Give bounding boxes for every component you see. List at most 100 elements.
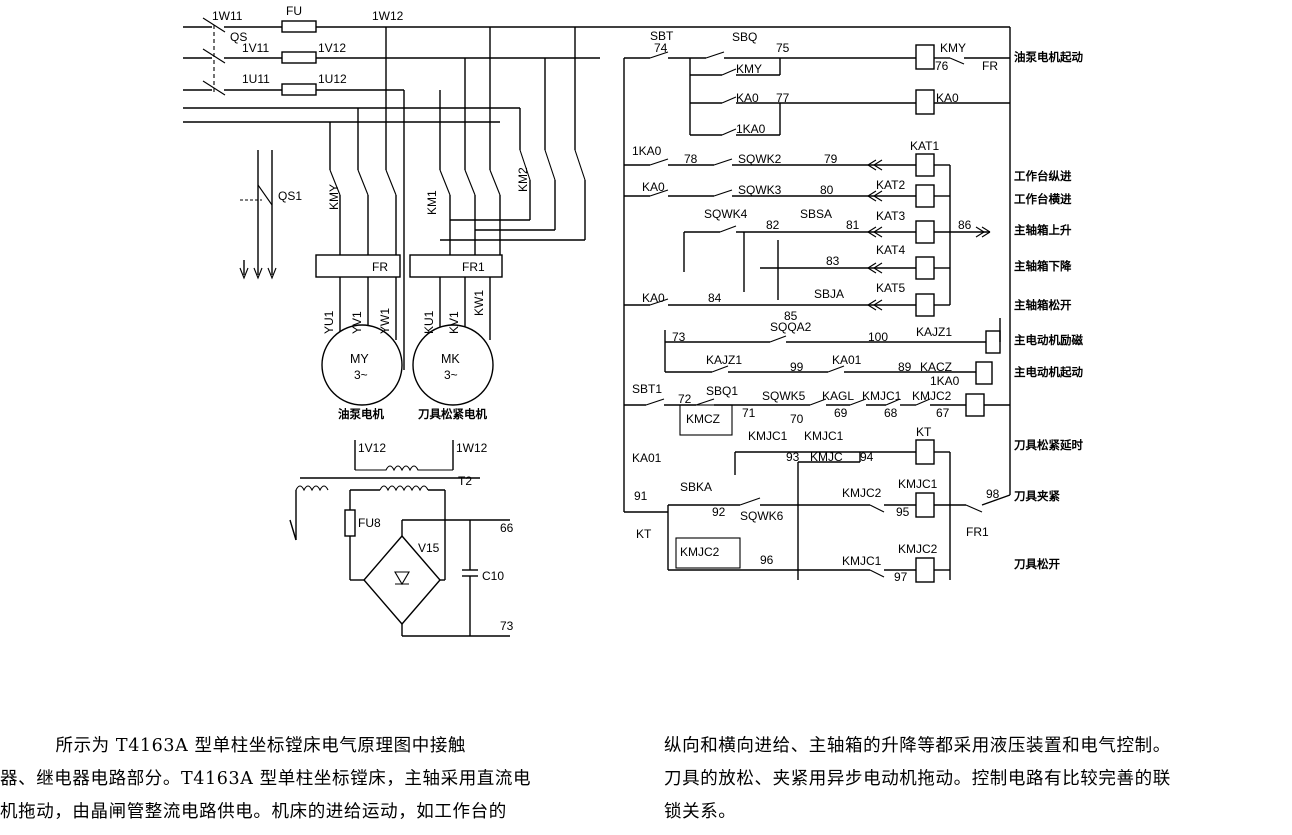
label-1u11: 1U11 [242, 72, 270, 86]
node-69: 69 [834, 406, 848, 420]
label-kagl: KAGL [822, 389, 854, 403]
func-oil-pump-start: 油泵电机起动 [1014, 50, 1083, 64]
label-fu: FU [286, 4, 302, 18]
node-95: 95 [896, 505, 910, 519]
label-fr1: FR1 [462, 260, 485, 274]
label-sbt1: SBT1 [632, 382, 662, 396]
motor-my-label: MY [350, 352, 369, 366]
node-91: 91 [634, 489, 648, 503]
label-1w12-t2: 1W12 [456, 441, 488, 455]
node-77: 77 [776, 91, 790, 105]
node-72: 72 [678, 392, 692, 406]
label-1ka0-a: 1KA0 [736, 122, 766, 136]
label-sbt: SBT [650, 29, 674, 43]
node-76: 76 [935, 59, 949, 73]
label-sbka: SBKA [680, 480, 712, 494]
label-qs: QS [230, 30, 247, 44]
label-yu1: YU1 [322, 310, 336, 334]
label-ka0-a: KA0 [642, 180, 665, 194]
label-kt-coil: KT [916, 425, 932, 439]
label-kat5: KAT5 [876, 281, 905, 295]
motor-labels: QS1 KMY KM1 KM2 FR FR1 YU1 YV1 YW1 KU1 K… [278, 167, 530, 421]
motor-mk-phase: 3~ [444, 368, 458, 382]
power-labels: 1W11 FU 1W12 QS 1V11 1V12 1U11 1U12 [212, 4, 404, 86]
func-tool-delay: 刀具松紧延时 [1014, 438, 1083, 452]
label-1w12: 1W12 [372, 9, 404, 23]
node-100: 100 [868, 330, 888, 344]
node-75: 75 [776, 41, 790, 55]
func-spindle-release: 主轴箱松开 [1014, 298, 1072, 312]
label-1ka0-c: 1KA0 [930, 374, 960, 388]
label-ka0-b: KA0 [642, 291, 665, 305]
motor-mk-label: MK [441, 352, 460, 366]
func-main-motor-excite: 主电动机励磁 [1014, 333, 1083, 347]
func-main-motor-start: 主电动机起动 [1014, 365, 1083, 379]
label-fr1-ctrl: FR1 [966, 525, 989, 539]
label-sqwk6: SQWK6 [740, 509, 784, 523]
label-sbq1: SBQ1 [706, 384, 738, 398]
label-1u12: 1U12 [318, 72, 347, 86]
node-96: 96 [760, 553, 774, 567]
label-sqqa2: SQQA2 [770, 320, 812, 334]
node-85: 85 [784, 309, 798, 323]
node-92: 92 [712, 505, 726, 519]
func-tool-release: 刀具松开 [1014, 557, 1060, 571]
control-circuit [623, 27, 1011, 583]
label-kat4: KAT4 [876, 243, 905, 257]
func-spindle-down: 主轴箱下降 [1014, 259, 1072, 273]
rectifier-supply [289, 440, 510, 637]
motor-my-phase: 3~ [354, 368, 368, 382]
label-kmjc1-a: KMJC1 [862, 389, 902, 403]
label-sqwk2: SQWK2 [738, 152, 782, 166]
node-98: 98 [986, 487, 1000, 501]
node-70: 70 [790, 412, 804, 426]
power-bus [183, 17, 1010, 370]
label-1w11: 1W11 [212, 9, 243, 23]
label-sqwk4: SQWK4 [704, 207, 748, 221]
label-fu8: FU8 [358, 516, 381, 530]
caption-oil-pump-motor: 油泵电机 [338, 407, 384, 421]
label-sqwk3: SQWK3 [738, 183, 782, 197]
label-ka0-contact: KA0 [736, 91, 759, 105]
node-67: 67 [936, 406, 950, 420]
label-kv1: KV1 [447, 311, 461, 334]
label-km2: KM2 [516, 167, 530, 192]
label-yw1: YW1 [378, 308, 392, 334]
label-c10: C10 [482, 569, 504, 583]
label-kmjc1-d: KMJC1 [842, 554, 882, 568]
label-fr-ctrl: FR [982, 59, 998, 73]
node-86: 86 [958, 218, 972, 232]
label-kat1: KAT1 [910, 139, 939, 153]
label-1v12-t2: 1V12 [358, 441, 386, 455]
label-sbja: SBJA [814, 287, 844, 301]
node-71: 71 [742, 406, 756, 420]
label-kmy: KMY [327, 184, 341, 210]
node-79: 79 [824, 152, 838, 166]
label-yv1: YV1 [350, 311, 364, 334]
label-1v11: 1V11 [242, 41, 269, 55]
label-v15: V15 [418, 541, 440, 555]
label-kmjc2-c: KMJC2 [680, 545, 720, 559]
func-table-transverse: 工作台横进 [1014, 192, 1072, 206]
rectifier-labels: 1V12 1W12 T2 FU8 V15 C10 66 73 [358, 441, 514, 633]
node-94: 94 [860, 450, 874, 464]
node-99: 99 [790, 360, 804, 374]
label-kacz: KACZ [920, 360, 952, 374]
node-78: 78 [684, 152, 698, 166]
description-left: 所示为 T4163A 型单柱坐标镗床电气原理图中接触 器、继电器电路部分。T41… [0, 736, 532, 822]
label-1ka0-b: 1KA0 [632, 144, 662, 158]
label-kt: KT [636, 527, 652, 541]
label-kajz1: KAJZ1 [706, 353, 742, 367]
label-kat2: KAT2 [876, 178, 905, 192]
func-spindle-up: 主轴箱上升 [1014, 223, 1072, 237]
control-labels: SBT SBQ 74 75 KMY 76 FR KMY KA0 77 KA0 1… [632, 29, 1000, 584]
label-sqwk5: SQWK5 [762, 389, 806, 403]
function-labels: 油泵电机起动 工作台纵进 工作台横进 主轴箱上升 主轴箱下降 主轴箱松开 主电动… [1014, 50, 1083, 571]
motor-section [239, 27, 586, 406]
label-kmjc1-coil: KMJC1 [898, 477, 938, 491]
label-kmjc1-c: KMJC1 [804, 429, 844, 443]
label-kmy-contact: KMY [736, 62, 762, 76]
node-93: 93 [786, 450, 800, 464]
label-sbsa: SBSA [800, 207, 832, 221]
label-ku1: KU1 [422, 310, 436, 334]
